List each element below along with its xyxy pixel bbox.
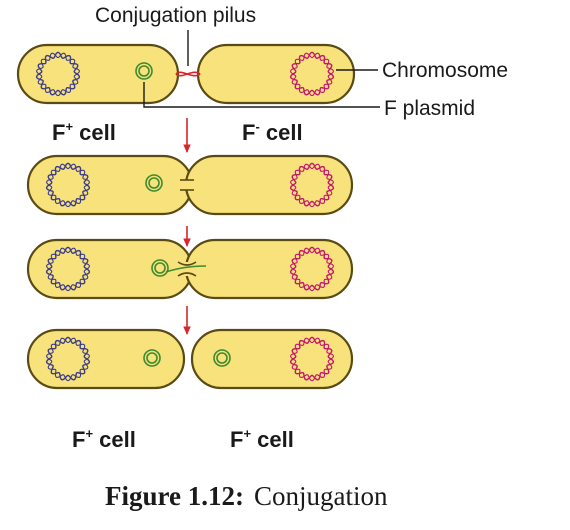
figure-number: Figure 1.12: (105, 481, 244, 511)
stage-2-bridge (26, 154, 354, 216)
plasmid-outer-ring (213, 349, 231, 367)
plasmid-outer-ring (145, 174, 163, 192)
plasmid-inner-ring (146, 352, 158, 364)
plasmid-inner-ring (138, 65, 150, 77)
chromosome-strand (36, 52, 80, 97)
figure-title: Conjugation (254, 481, 388, 511)
result-cell-label-left: F+ cell (72, 426, 136, 452)
plasmid-inner-ring (154, 262, 166, 274)
f-plasmid (143, 349, 161, 367)
donor-cell (26, 154, 194, 216)
cytoplasmic-bridge (180, 180, 194, 190)
chromosome-label: Chromosome (382, 59, 508, 82)
donor-cell (16, 43, 180, 105)
plasmid-outer-ring (151, 259, 169, 277)
recipient-cell (184, 154, 354, 216)
f-plasmid-transferring (151, 259, 169, 277)
stage-3-transfer (26, 238, 354, 300)
new-donor-cell (190, 328, 354, 390)
recipient-cell-label: F- cell (242, 119, 303, 145)
recipient-cell (184, 238, 354, 300)
chromosome-strand (290, 52, 334, 97)
plasmid-leader-line (143, 82, 380, 108)
pilus-label: Conjugation pilus (95, 4, 256, 27)
plasmid-label: F plasmid (384, 97, 475, 120)
chromosome-strand (46, 247, 90, 292)
conjugation-pilus (175, 71, 201, 77)
plasmid-outer-ring (143, 349, 161, 367)
plasmid-strand (165, 265, 207, 273)
stage-4-separated (26, 328, 354, 390)
plasmid-inner-ring (148, 177, 160, 189)
f-plasmid (145, 174, 163, 192)
plasmid-outer-ring (135, 62, 153, 80)
f-plasmid-copy (213, 349, 231, 367)
chromosome-strand (290, 337, 334, 382)
plasmid-inner-ring (216, 352, 228, 364)
f-plasmid (135, 62, 153, 80)
chromosome-strand (46, 337, 90, 382)
recipient-cell (196, 43, 356, 105)
stage-1-contact (16, 43, 356, 105)
chromosome-strand (290, 247, 334, 292)
figure-caption: Figure 1.12: Conjugation (105, 481, 388, 511)
chromosome-strand (46, 163, 90, 208)
donor-cell (26, 328, 186, 390)
chromosome-strand (290, 163, 334, 208)
donor-cell-label: F+ cell (52, 119, 116, 145)
result-cell-label-right: F+ cell (230, 426, 294, 452)
